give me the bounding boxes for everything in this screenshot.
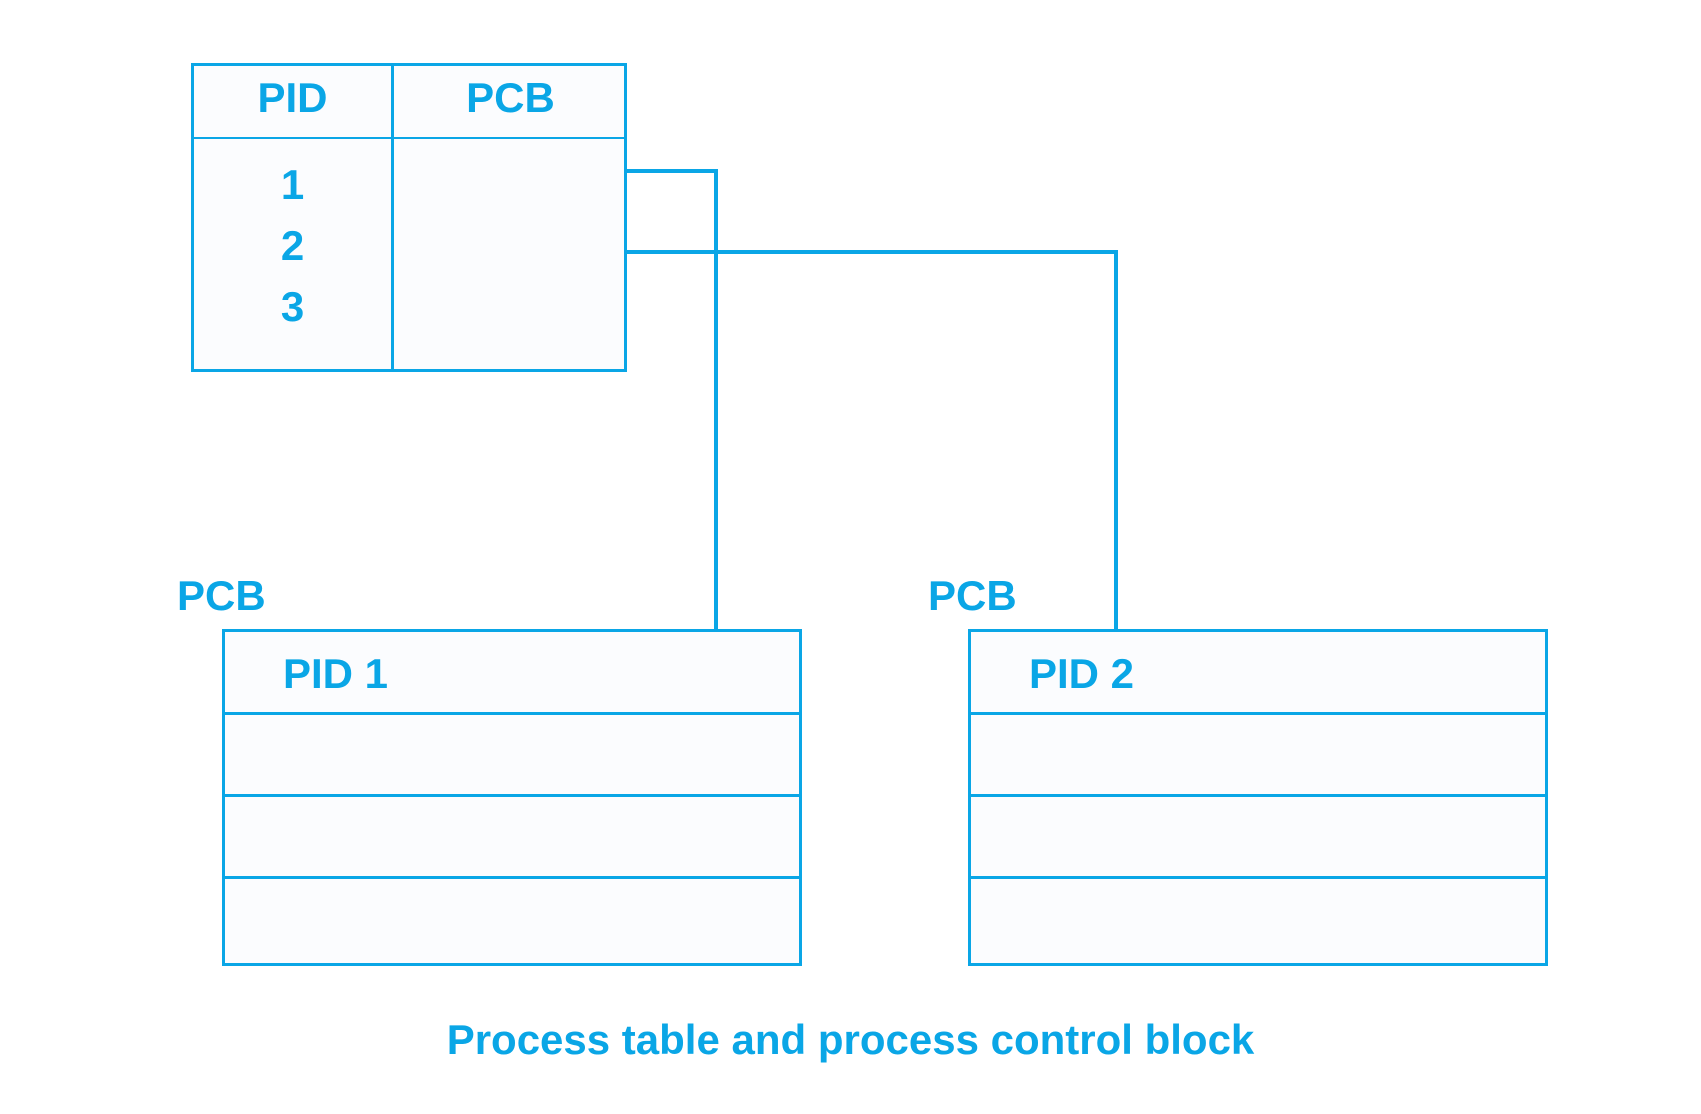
pcb-row-divider: [971, 876, 1545, 879]
pcb-label: PCB: [928, 572, 1017, 619]
pcb-block-pid1: PID 1: [222, 629, 802, 966]
pcb-row-divider: [225, 876, 799, 879]
figure-caption: Process table and process control block: [446, 1016, 1255, 1063]
connector-pid2: [627, 250, 1118, 629]
process-table-header-pid: PID: [257, 74, 328, 121]
process-table: PID PCB 1 2 3: [191, 63, 627, 372]
pcb-row-divider: [971, 712, 1545, 715]
pcb-label: PCB: [177, 572, 266, 619]
pcb-row-divider: [225, 794, 799, 797]
pcb-title: PID 2: [1029, 650, 1135, 697]
process-table-row-pid: 1: [280, 161, 305, 208]
connector-pid1: [627, 169, 718, 629]
pcb-block-pid2: PID 2: [968, 629, 1548, 966]
process-table-header-pcb: PCB: [466, 74, 555, 121]
process-table-header-divider: [194, 137, 624, 139]
pcb-title: PID 1: [283, 650, 389, 697]
pcb-row-divider: [225, 712, 799, 715]
process-table-row-pid: 2: [280, 222, 305, 269]
pcb-row-divider: [971, 794, 1545, 797]
process-table-column-divider: [391, 66, 394, 369]
process-table-row-pid: 3: [280, 283, 305, 330]
